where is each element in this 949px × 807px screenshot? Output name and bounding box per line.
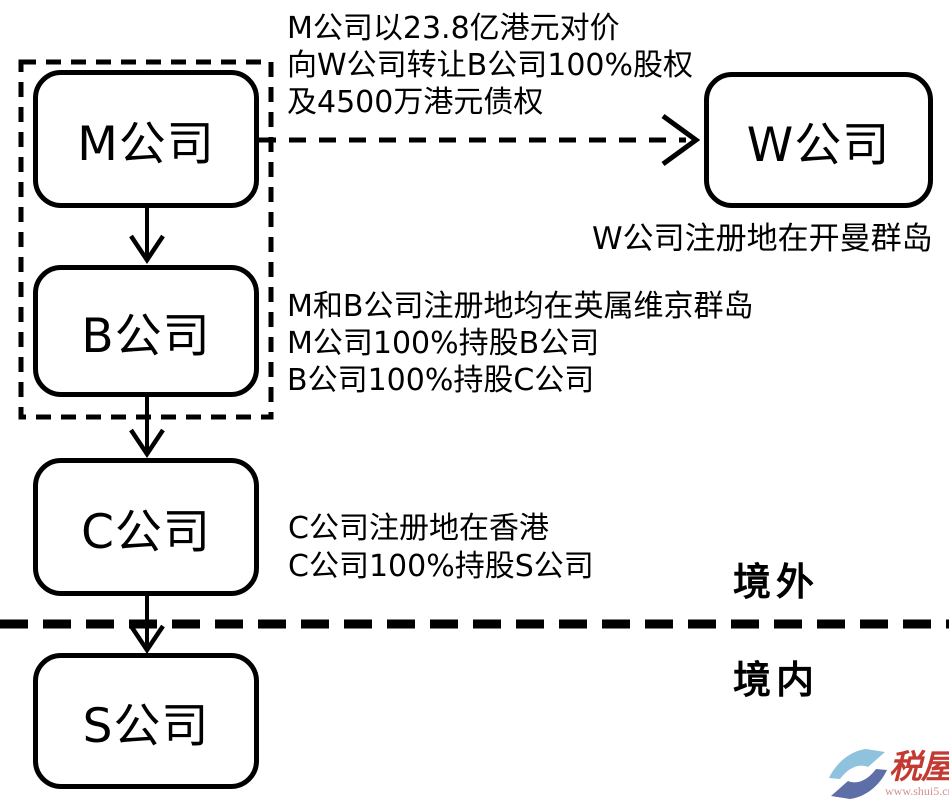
company-box-s-label: S公司 <box>82 698 210 754</box>
transfer-annotation-line-3: 及4500万港元债权 <box>287 85 544 120</box>
shui5-logo-bottom-ribbon <box>831 769 887 799</box>
arrow-m-to-b-head <box>129 234 165 265</box>
c-company-note: C公司注册地在香港 C公司100%持股S公司 <box>288 510 594 586</box>
shui5-logo-top-ribbon <box>829 749 885 779</box>
transfer-annotation-line-1: M公司以23.8亿港元对价 <box>287 11 620 46</box>
watermark-url-text: www.shui5.cn <box>885 784 949 798</box>
company-box-c: C公司 <box>33 458 259 596</box>
company-box-w: W公司 <box>704 72 933 208</box>
region-label-domestic: 境内 <box>733 658 820 702</box>
company-box-w-label: W公司 <box>746 117 891 173</box>
shui5-logo-icon <box>829 749 887 799</box>
mb-company-note: M和B公司注册地均在英属维京群岛 M公司100%持股B公司 B公司100%持股C… <box>287 288 753 399</box>
watermark: 税屋 www.shui5.cn <box>828 740 949 804</box>
mb-company-note-line-2: M公司100%持股B公司 <box>287 326 600 361</box>
arrow-b-to-c-head <box>129 428 165 459</box>
transfer-annotation-line-2: 向W公司转让B公司100%股权 <box>287 48 694 83</box>
watermark-brand-text: 税屋 <box>889 747 949 786</box>
c-company-note-line-2: C公司100%持股S公司 <box>288 549 594 584</box>
arrow-c-to-s-head <box>129 624 165 655</box>
company-box-b-label: B公司 <box>81 308 211 364</box>
mb-company-note-line-3: B公司100%持股C公司 <box>287 363 595 398</box>
c-company-note-line-1: C公司注册地在香港 <box>288 511 549 546</box>
company-box-b: B公司 <box>33 265 259 397</box>
company-box-s: S公司 <box>33 653 259 789</box>
company-box-c-label: C公司 <box>81 504 211 560</box>
w-company-registration-note-text: W公司注册地在开曼群岛 <box>592 221 933 257</box>
mb-company-note-line-1: M和B公司注册地均在英属维京群岛 <box>287 289 754 324</box>
arrow-m-to-w-head <box>661 113 701 167</box>
company-box-m: M公司 <box>33 70 259 208</box>
region-label-overseas: 境外 <box>733 560 820 604</box>
w-company-registration-note: W公司注册地在开曼群岛 <box>592 221 933 258</box>
transfer-annotation: M公司以23.8亿港元对价 向W公司转让B公司100%股权 及4500万港元债权 <box>287 10 693 121</box>
company-box-m-label: M公司 <box>77 116 215 172</box>
